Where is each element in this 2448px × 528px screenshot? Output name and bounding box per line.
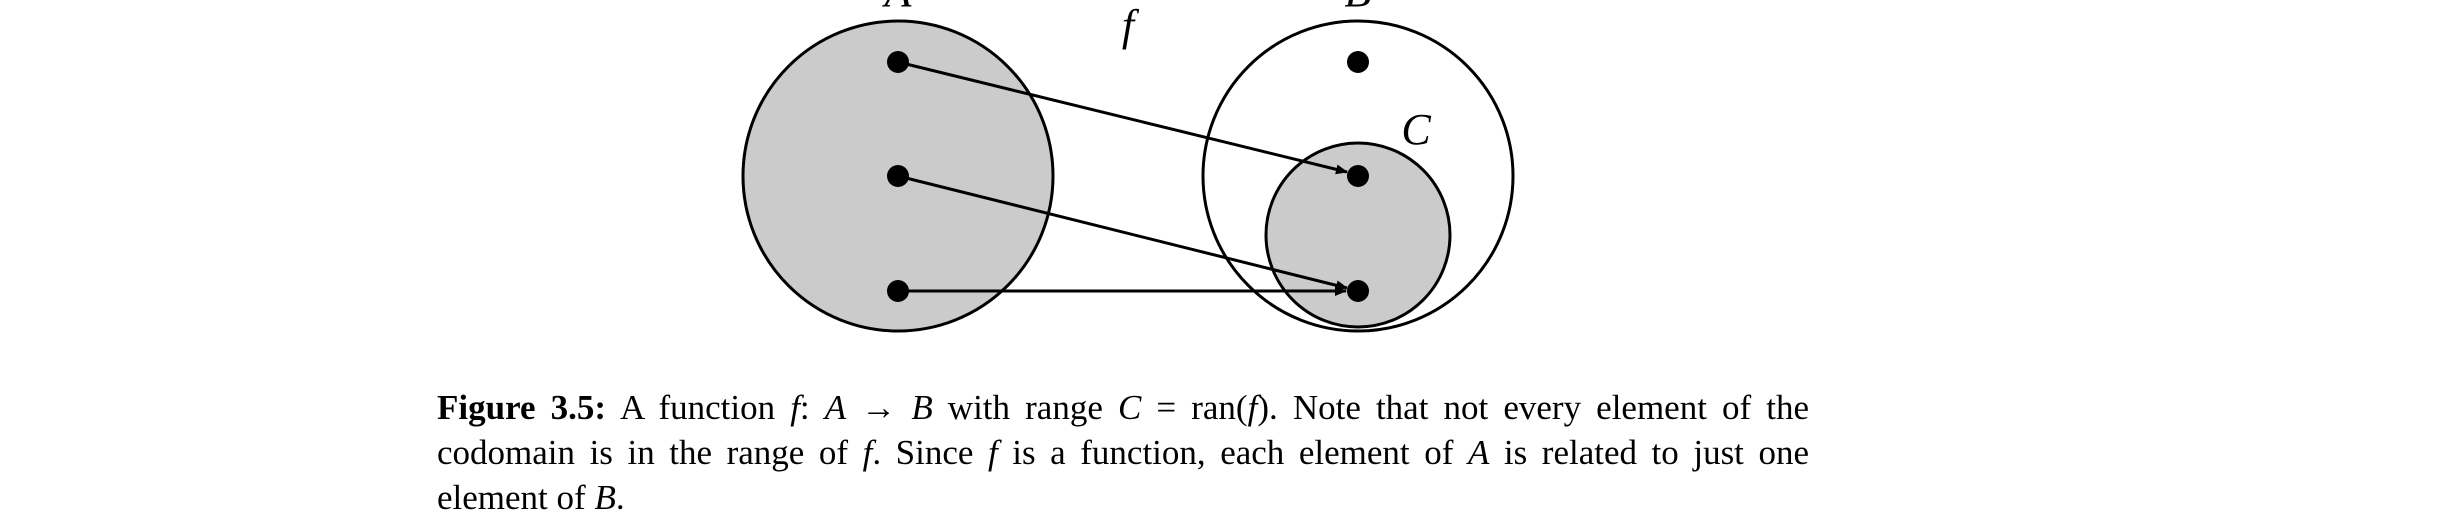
figure-caption: Figure 3.5:A function f: A → B with rang… <box>437 385 1809 520</box>
caption-text: = ran( <box>1141 388 1248 427</box>
function-diagram: A B C f <box>741 0 1515 333</box>
caption-math: f <box>987 433 998 472</box>
set-a-label: A <box>882 0 913 16</box>
set-b-circle <box>1201 19 1515 333</box>
caption-text: . <box>615 478 625 517</box>
element-a1 <box>887 51 909 73</box>
set-c-circle <box>1264 141 1452 329</box>
caption-math: B <box>911 388 933 427</box>
caption-text: : <box>799 388 825 427</box>
caption-text: → <box>846 388 912 427</box>
set-b-label: B <box>1345 0 1372 16</box>
element-a2 <box>887 165 909 187</box>
arrow-a2-to-c2 <box>897 174 1348 291</box>
caption-math: A <box>824 388 847 427</box>
element-b-not-in-range <box>1347 51 1369 73</box>
caption-math: f <box>1247 388 1258 427</box>
caption-text: with range <box>932 388 1118 427</box>
element-c2 <box>1347 280 1369 302</box>
caption-text: is a function, each element of <box>997 433 1468 472</box>
caption-math: C <box>1117 388 1142 427</box>
arrow-a1-to-c1 <box>897 60 1348 175</box>
caption-math: B <box>594 478 616 517</box>
element-c1 <box>1347 165 1369 187</box>
caption-math: f <box>862 433 873 472</box>
caption-text: ). Note that not every element of the co… <box>437 388 1810 472</box>
caption-text: A function <box>620 388 791 427</box>
set-c-label: C <box>1401 105 1431 154</box>
function-f-label: f <box>1122 1 1140 50</box>
caption-math: A <box>1467 433 1490 472</box>
caption-label: Figure 3.5: <box>437 388 607 427</box>
element-a3 <box>887 280 909 302</box>
caption-math: f <box>790 388 800 427</box>
caption-text: is related to just one element of <box>437 433 1810 517</box>
caption-body: A function f: A → B with range C = ran(f… <box>437 388 1809 517</box>
caption-text: . Since <box>872 433 988 472</box>
